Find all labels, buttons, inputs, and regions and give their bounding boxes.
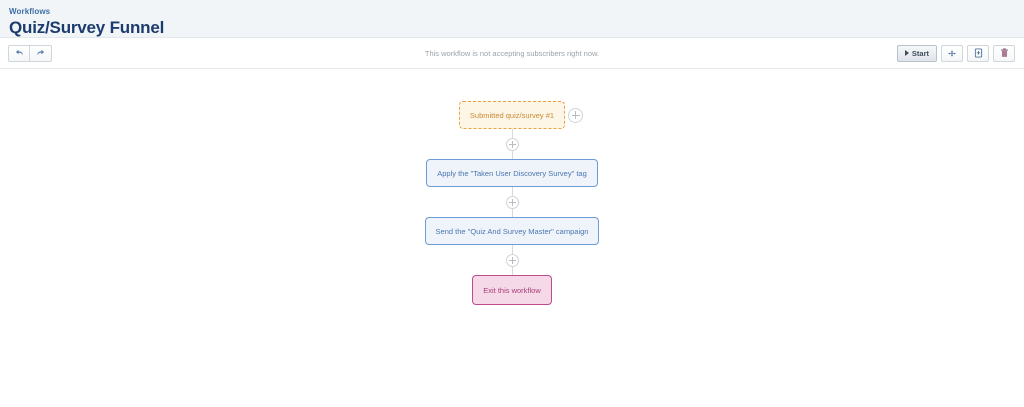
toolbar-actions: Start <box>896 44 1015 62</box>
connector-line-3 <box>505 245 519 275</box>
page-title: Quiz/Survey Funnel <box>9 18 165 37</box>
undo-arrow-icon <box>15 49 24 58</box>
duplicate-workflow-button[interactable] <box>967 44 989 62</box>
connector-line-2 <box>505 187 519 217</box>
workflow-node-row: Exit this workflow <box>0 275 1024 305</box>
workflow-node-apply-tag[interactable]: Apply the "Taken User Discovery Survey" … <box>426 159 598 187</box>
delete-workflow-button[interactable] <box>993 44 1015 62</box>
status-message: This workflow is not accepting subscribe… <box>424 48 600 58</box>
workflow-node-trigger[interactable]: Submitted quiz/survey #1 <box>458 101 566 129</box>
redo-button[interactable] <box>30 44 52 62</box>
workflow-node-row: Apply the "Taken User Discovery Survey" … <box>0 159 1024 187</box>
workflow-node-label: Exit this workflow <box>483 285 541 295</box>
start-button[interactable]: Start <box>896 44 937 62</box>
start-button-label: Start <box>911 48 929 58</box>
workflow-node-send-campaign[interactable]: Send the "Quiz And Survey Master" campai… <box>424 217 600 245</box>
workflow-node-label: Send the "Quiz And Survey Master" campai… <box>435 226 589 236</box>
history-button-group <box>8 44 52 62</box>
toolbar: This workflow is not accepting subscribe… <box>0 38 1024 69</box>
workflow-node-label: Submitted quiz/survey #1 <box>469 110 555 120</box>
add-trigger-button[interactable] <box>568 107 583 123</box>
move-workflow-button[interactable] <box>941 44 963 62</box>
breadcrumb[interactable]: Workflows <box>9 7 51 16</box>
trash-can-icon <box>1000 48 1009 58</box>
add-step-button-1[interactable] <box>505 137 519 151</box>
workflow-flow: Submitted quiz/survey #1 Apply the "Take… <box>0 69 1024 305</box>
duplicate-document-icon <box>974 48 983 58</box>
connector-line-1 <box>505 129 519 159</box>
move-arrows-icon <box>947 49 957 58</box>
plus-circle-icon <box>568 107 583 123</box>
workflow-node-row: Submitted quiz/survey #1 <box>0 101 1024 129</box>
add-step-button-3[interactable] <box>505 253 519 267</box>
undo-button[interactable] <box>8 44 30 62</box>
play-triangle-icon <box>904 50 909 56</box>
workflow-node-row: Send the "Quiz And Survey Master" campai… <box>0 217 1024 245</box>
add-step-button-2[interactable] <box>505 195 519 209</box>
workflow-node-label: Apply the "Taken User Discovery Survey" … <box>437 168 587 178</box>
workflow-node-exit[interactable]: Exit this workflow <box>472 275 552 305</box>
page-header: Workflows Quiz/Survey Funnel <box>0 0 1024 38</box>
workflow-canvas[interactable]: Submitted quiz/survey #1 Apply the "Take… <box>0 69 1024 406</box>
redo-arrow-icon <box>36 49 45 58</box>
